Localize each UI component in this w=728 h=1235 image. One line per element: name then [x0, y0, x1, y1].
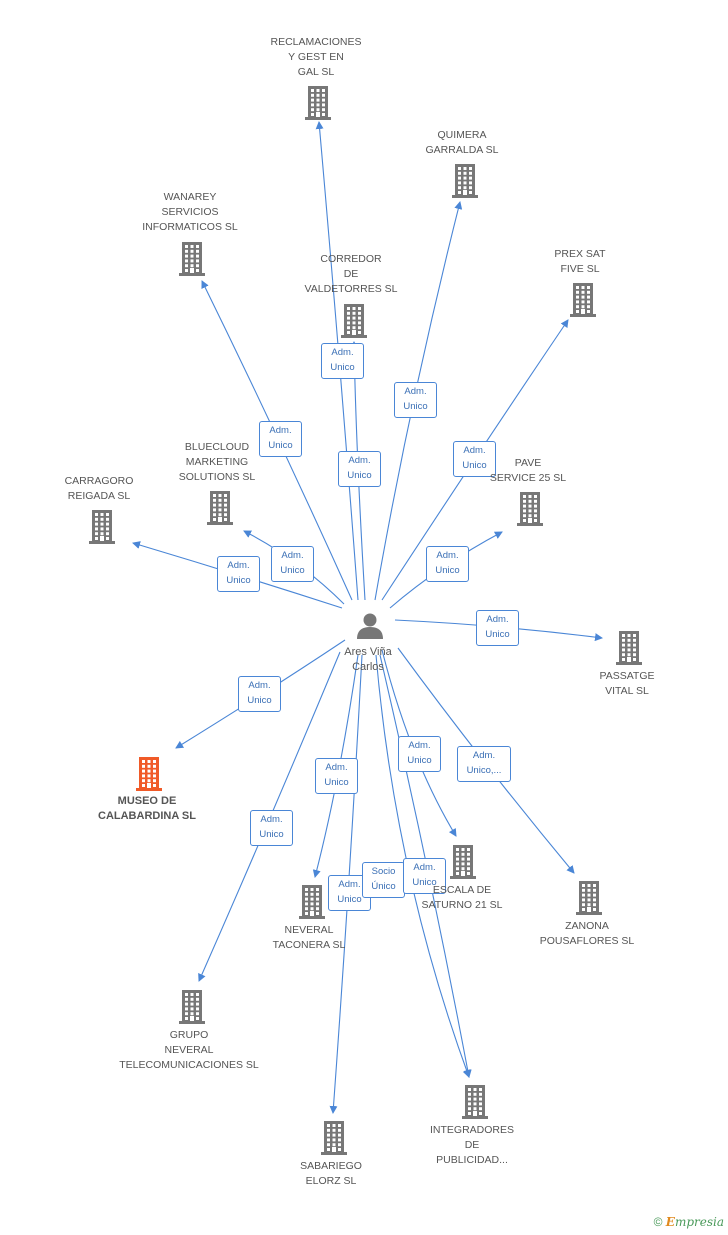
building-icon[interactable] — [517, 492, 543, 526]
company-label-wanarey[interactable]: WANAREY SERVICIOS INFORMATICOS SL — [142, 191, 238, 233]
building-icon[interactable] — [179, 242, 205, 276]
building-icon[interactable] — [305, 86, 331, 120]
building-icon[interactable] — [299, 885, 325, 919]
company-label-carragoro[interactable]: CARRAGORO REIGADA SL — [64, 475, 134, 502]
relation-label[interactable]: Adm. Unico,... — [457, 746, 511, 782]
building-icon[interactable] — [179, 990, 205, 1024]
relation-label[interactable]: Adm. Unico — [315, 758, 358, 794]
company-label-escala[interactable]: ESCALA DE SATURNO 21 SL — [421, 884, 503, 911]
relation-label[interactable]: Adm. Unico — [394, 382, 437, 418]
building-icon[interactable] — [462, 1085, 488, 1119]
building-icon[interactable] — [616, 631, 642, 665]
building-icon[interactable] — [341, 304, 367, 338]
company-label-pave[interactable]: PAVE SERVICE 25 SL — [489, 457, 567, 484]
empresia-logo[interactable]: Empresia — [665, 1215, 724, 1229]
person-name[interactable]: Ares Viña Carlos — [344, 646, 392, 673]
company-label-sabariego[interactable]: SABARIEGO ELORZ SL — [300, 1160, 362, 1187]
building-icon[interactable] — [89, 510, 115, 544]
relation-label[interactable]: Adm. Unico — [217, 556, 260, 592]
copyright-footer: © Empresia — [654, 1215, 724, 1229]
copyright-symbol: © — [653, 1215, 663, 1229]
company-label-reclamaciones[interactable]: RECLAMACIONES Y GEST EN GAL SL — [270, 36, 362, 78]
company-label-corredor[interactable]: CORREDOR DE VALDETORRES SL — [304, 253, 398, 295]
relation-label[interactable]: Adm. Unico — [453, 441, 496, 477]
relation-label[interactable]: Adm. Unico — [271, 546, 314, 582]
company-label-grupo[interactable]: GRUPO NEVERAL TELECOMUNICACIONES SL — [119, 1029, 259, 1071]
relation-label[interactable]: Adm. Unico — [259, 421, 302, 457]
building-icon[interactable] — [452, 164, 478, 198]
relation-label[interactable]: Adm. Unico — [338, 451, 381, 487]
company-label-neveral[interactable]: NEVERAL TACONERA SL — [272, 924, 346, 951]
company-label-museo[interactable]: MUSEO DE CALABARDINA SL — [98, 795, 196, 822]
building-icon[interactable] — [576, 881, 602, 915]
company-label-bluecloud[interactable]: BLUECLOUD MARKETING SOLUTIONS SL — [178, 441, 256, 483]
company-label-prexsat[interactable]: PREX SAT FIVE SL — [554, 248, 606, 275]
company-label-passatge[interactable]: PASSATGE VITAL SL — [599, 670, 655, 697]
building-icon[interactable] — [207, 491, 233, 525]
person-icon[interactable] — [357, 613, 383, 640]
relation-label[interactable]: Adm. Unico — [403, 858, 446, 894]
relation-label[interactable]: Adm. Unico — [250, 810, 293, 846]
relation-label[interactable]: Adm. Unico — [321, 343, 364, 379]
company-label-quimera[interactable]: QUIMERA GARRALDA SL — [425, 129, 499, 156]
building-icon[interactable] — [570, 283, 596, 317]
company-label-integradores[interactable]: INTEGRADORES DE PUBLICIDAD... — [429, 1124, 514, 1166]
relation-label[interactable]: Adm. Unico — [426, 546, 469, 582]
building-icon[interactable] — [321, 1121, 347, 1155]
company-label-zanona[interactable]: ZANONA POUSAFLORES SL — [539, 920, 635, 947]
relation-label[interactable]: Adm. Unico — [398, 736, 441, 772]
relation-label[interactable]: Adm. Unico — [238, 676, 281, 712]
building-icon[interactable] — [450, 845, 476, 879]
relation-label[interactable]: Socio Único — [362, 862, 405, 898]
building-icon[interactable] — [136, 757, 162, 791]
relation-label[interactable]: Adm. Unico — [476, 610, 519, 646]
